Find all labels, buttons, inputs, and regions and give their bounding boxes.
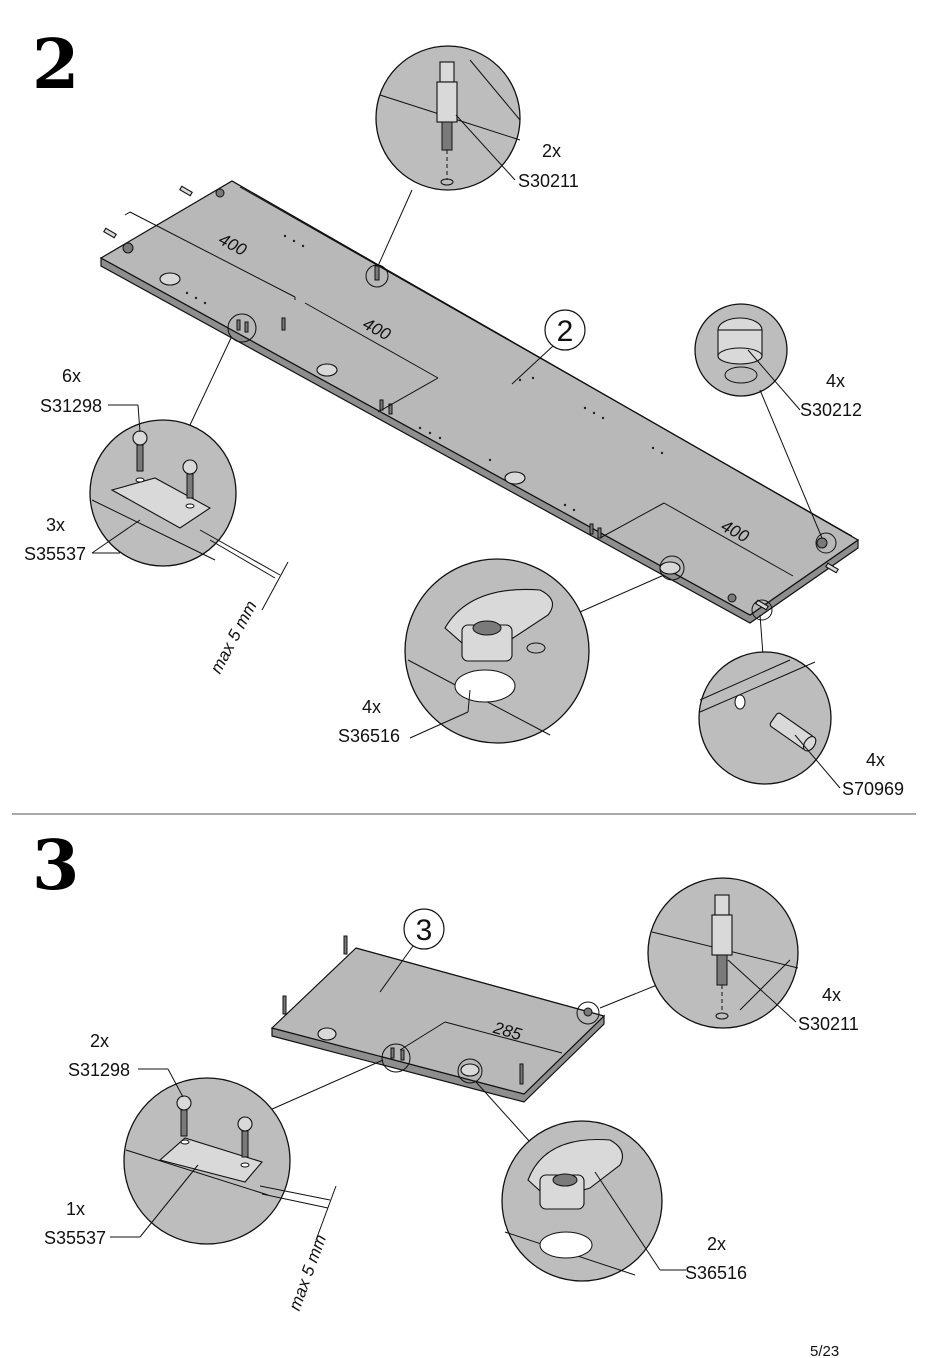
qty-s35537-step2: 3x [46, 515, 65, 535]
detail-bolt-s30211-step2 [365, 45, 521, 288]
step-number-3: 3 [32, 826, 79, 906]
detail-dowel-s70969 [698, 599, 841, 789]
dimension-lines-step3 [399, 1021, 563, 1054]
dimension-lines-step2 [124, 211, 794, 577]
qty-s35537-step3: 1x [66, 1199, 85, 1219]
qty-s30211-step3: 4x [822, 985, 841, 1005]
detail-cam-s30212 [694, 303, 837, 554]
part-s30212: S30212 [800, 400, 862, 420]
part-s70969: S70969 [842, 779, 904, 799]
detail-bolt-s30211-step3 [576, 877, 799, 1029]
qty-s30212: 4x [826, 371, 845, 391]
panel-2-board [99, 180, 860, 624]
gap-dimension-step2 [199, 529, 289, 611]
qty-s31298-step3: 2x [90, 1031, 109, 1051]
max-gap-label-step3: max 5 mm [285, 1232, 330, 1313]
panel-number-badge-2: 2 [511, 309, 586, 385]
panel-3-board [270, 935, 606, 1103]
qty-s36516-step2: 4x [362, 697, 381, 717]
part-s36516-step2: S36516 [338, 726, 400, 746]
svg-text:2: 2 [557, 315, 574, 348]
part-s36516-step3: S36516 [685, 1263, 747, 1283]
detail-cam-s36516-step3 [457, 1058, 686, 1282]
qty-s36516-step3: 2x [707, 1234, 726, 1254]
svg-text:3: 3 [416, 914, 433, 947]
step-number-2: 2 [32, 25, 79, 105]
part-s30211-step2: S30211 [518, 171, 579, 191]
max-gap-label-step2: max 5 mm [207, 598, 261, 677]
detail-screws-plate-step3 [110, 1043, 411, 1245]
qty-s70969: 4x [866, 750, 885, 770]
qty-s30211-step2: 2x [542, 141, 561, 161]
panel-number-badge-3: 3 [379, 908, 445, 993]
part-s35537-step2: S35537 [24, 544, 86, 564]
qty-s31298-step2: 6x [62, 366, 81, 386]
part-s31298-step2: S31298 [40, 396, 102, 416]
part-s35537-step3: S35537 [44, 1228, 106, 1248]
part-s31298-step3: S31298 [68, 1060, 130, 1080]
detail-cam-s36516-step2 [404, 555, 685, 744]
gap-dimension-step3 [259, 1185, 337, 1241]
part-s30211-step3: S30211 [798, 1014, 859, 1034]
page-number: 5/23 [810, 1343, 839, 1358]
detail-screws-plate-step2 [89, 313, 257, 567]
